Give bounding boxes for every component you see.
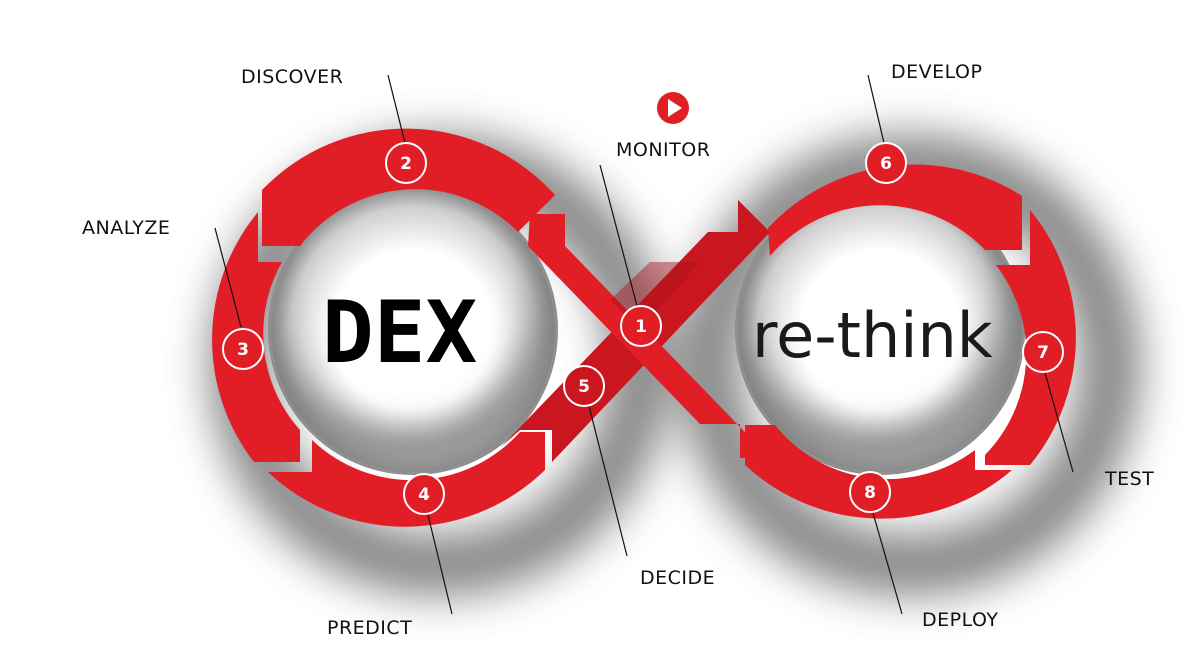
step-label-decide: DECIDE bbox=[640, 567, 716, 589]
badge-number: 2 bbox=[400, 154, 412, 174]
leader-line-discover bbox=[387, 74, 406, 144]
leader-line-predict bbox=[427, 514, 453, 615]
ring-segment-deploy bbox=[745, 425, 1012, 519]
badge-number: 4 bbox=[418, 485, 430, 505]
step-label-test: TEST bbox=[1105, 468, 1155, 490]
step-badge-5[interactable]: 5 bbox=[563, 365, 605, 407]
leader-lines bbox=[214, 74, 1074, 615]
step-badge-4[interactable]: 4 bbox=[403, 473, 445, 515]
step-badge-6[interactable]: 6 bbox=[865, 142, 907, 184]
step-badge-8[interactable]: 8 bbox=[849, 471, 891, 513]
right-loop-inner bbox=[735, 185, 1025, 475]
ring-segment-develop bbox=[768, 164, 1022, 256]
leader-line-decide bbox=[588, 405, 628, 557]
ring-segment-discover bbox=[262, 128, 555, 246]
badge-number: 6 bbox=[880, 154, 892, 174]
badge-number: 5 bbox=[578, 377, 590, 397]
play-circle-icon[interactable] bbox=[657, 92, 689, 124]
leader-line-monitor bbox=[599, 164, 638, 307]
step-badge-1[interactable]: 1 bbox=[620, 305, 662, 347]
badge-number: 7 bbox=[1037, 343, 1049, 363]
step-badge-2[interactable]: 2 bbox=[385, 142, 427, 184]
leader-line-deploy bbox=[872, 512, 903, 615]
step-label-deploy: DEPLOY bbox=[922, 609, 999, 631]
step-label-predict: PREDICT bbox=[327, 617, 413, 639]
badge-number: 3 bbox=[237, 340, 249, 360]
step-badge-7[interactable]: 7 bbox=[1022, 331, 1064, 373]
step-label-develop: DEVELOP bbox=[891, 61, 983, 83]
badge-number: 1 bbox=[635, 317, 647, 337]
leader-line-test bbox=[1044, 372, 1074, 473]
left-loop-inner bbox=[268, 185, 558, 475]
leader-line-analyze bbox=[214, 227, 242, 328]
step-label-monitor: MONITOR bbox=[616, 139, 711, 161]
ring-segment-predict bbox=[268, 432, 545, 527]
dex-logo-text: DEX bbox=[322, 283, 477, 383]
badge-number: 8 bbox=[864, 483, 876, 503]
step-badge-3[interactable]: 3 bbox=[222, 328, 264, 370]
step-label-discover: DISCOVER bbox=[241, 66, 344, 88]
leader-line-develop bbox=[867, 74, 885, 144]
step-label-analyze: ANALYZE bbox=[82, 217, 171, 239]
rethink-text: re-think bbox=[752, 299, 993, 372]
step-badges: 1 2 3 4 5 6 7 bbox=[222, 142, 1064, 515]
